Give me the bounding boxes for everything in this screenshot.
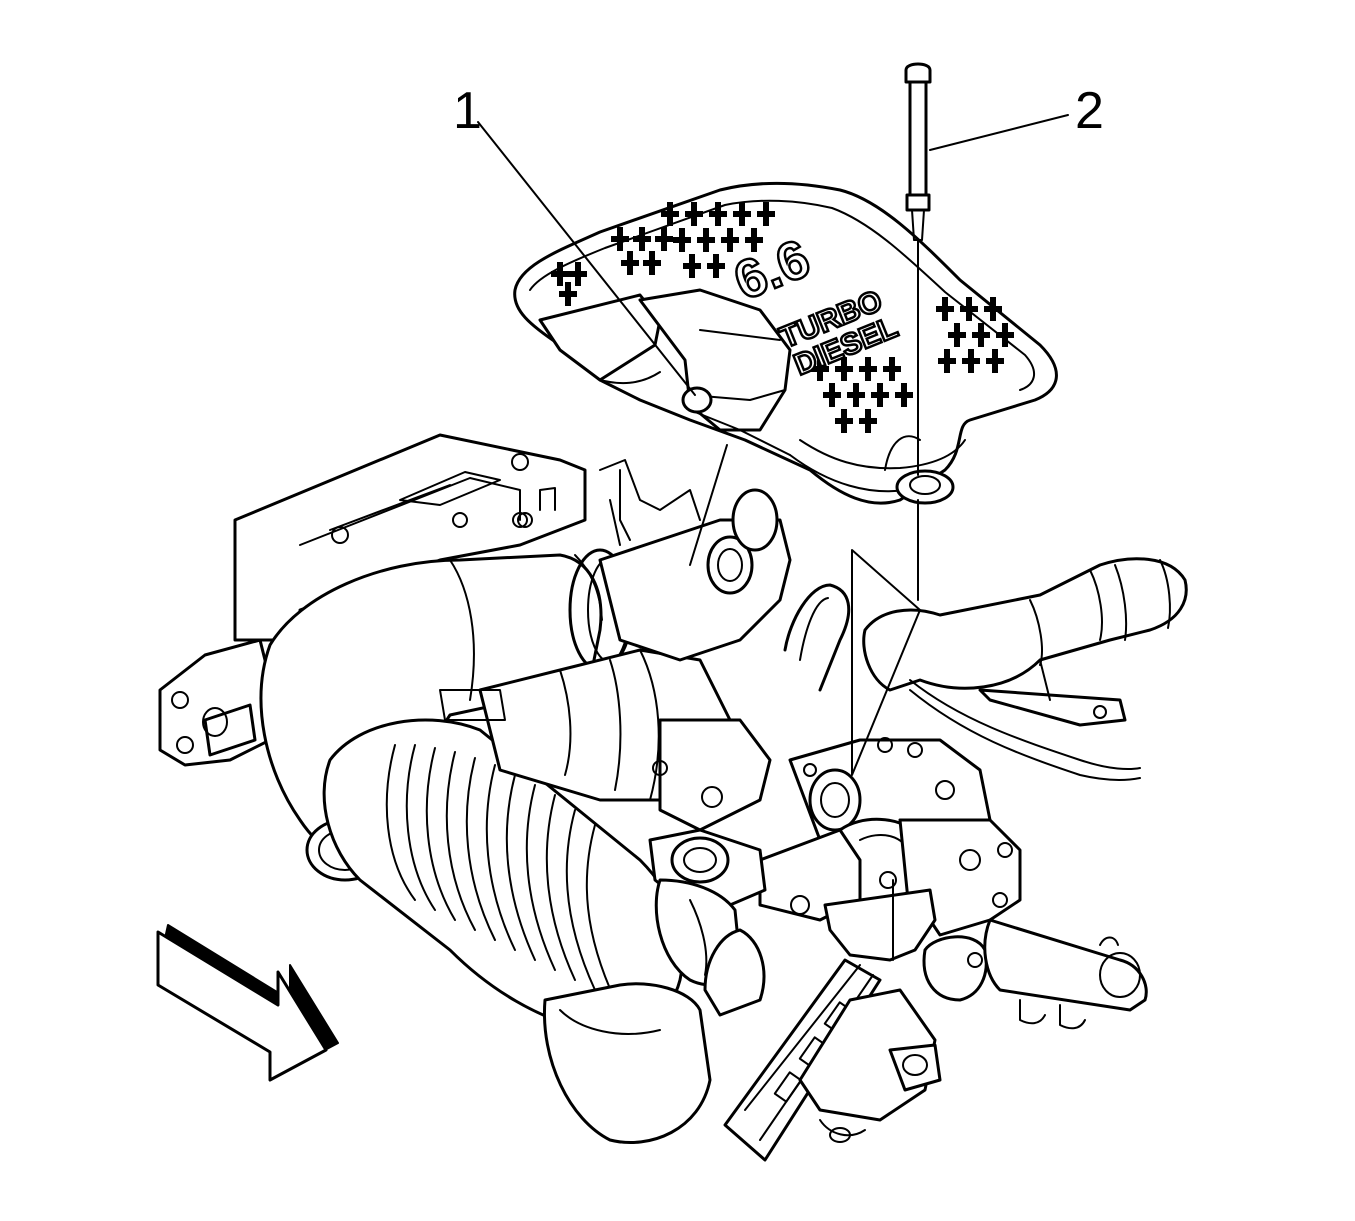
callout-1: 1 — [453, 82, 696, 396]
cover-bolt — [904, 62, 932, 476]
direction-arrow-icon — [156, 924, 339, 1082]
engine-assembly — [158, 433, 1188, 1162]
callout-2-label: 2 — [1075, 82, 1104, 140]
alignment-lines — [689, 444, 921, 776]
cover-texture — [551, 202, 1014, 433]
engine-cover: 6.6 TURBO DIESEL — [513, 181, 1058, 505]
callout-1-label: 1 — [453, 82, 482, 140]
callout-2: 2 — [929, 82, 1104, 151]
